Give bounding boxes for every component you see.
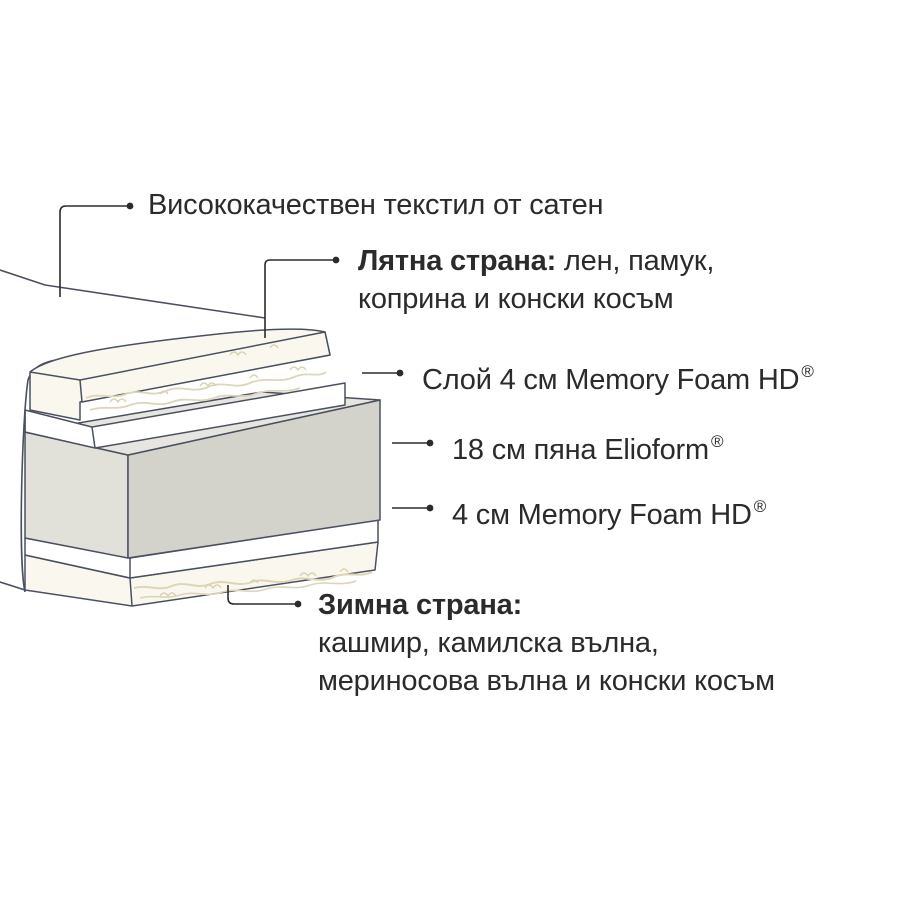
winter-label-text1: кашмир, камилска вълна, — [318, 627, 659, 659]
leader-dots — [126, 202, 434, 608]
cover-label: Висококачествен текстил от сатен — [148, 186, 604, 224]
core-registered-mark: ® — [710, 432, 724, 451]
summer-label-line1: Лятна страна: лен, памук, — [358, 242, 714, 280]
winter-leader — [227, 585, 298, 605]
memory-bottom-registered-mark: ® — [753, 497, 767, 516]
summer-wool-layer — [29, 328, 331, 421]
winter-label-title: Зимна страна: — [318, 589, 523, 621]
memory-top-label: Слой 4 см Memory Foam HD® — [422, 353, 814, 399]
summer-label-title: Лятна страна: — [358, 245, 557, 277]
leader-lines — [59, 205, 430, 605]
cover-label-text: Висококачествен текстил от сатен — [148, 189, 604, 221]
winter-label: Зимна страна: кашмир, камилска вълна, ме… — [318, 586, 775, 700]
core-label: 18 см пяна Elioform® — [452, 423, 724, 469]
winter-label-text2: мериносова вълна и конски косъм — [318, 665, 775, 697]
top-memory-foam-layer — [24, 382, 346, 449]
memory-top-registered-mark: ® — [801, 362, 814, 381]
summer-label: Лятна страна: лен, памук, коприна и конс… — [358, 242, 714, 318]
memory-bottom-label: 4 см Memory Foam HD® — [452, 488, 766, 534]
summer-label-text1: лен, памук, — [563, 245, 715, 277]
cover-leader — [59, 205, 130, 297]
summer-leader — [264, 259, 336, 338]
summer-label-text2: коприна и конски косъм — [358, 283, 674, 315]
memory-bottom-label-text: 4 см Memory Foam HD — [452, 499, 752, 531]
core-label-text: 18 см пяна Elioform — [452, 434, 709, 466]
memory-top-label-text: Слой 4 см Memory Foam HD — [422, 364, 800, 396]
